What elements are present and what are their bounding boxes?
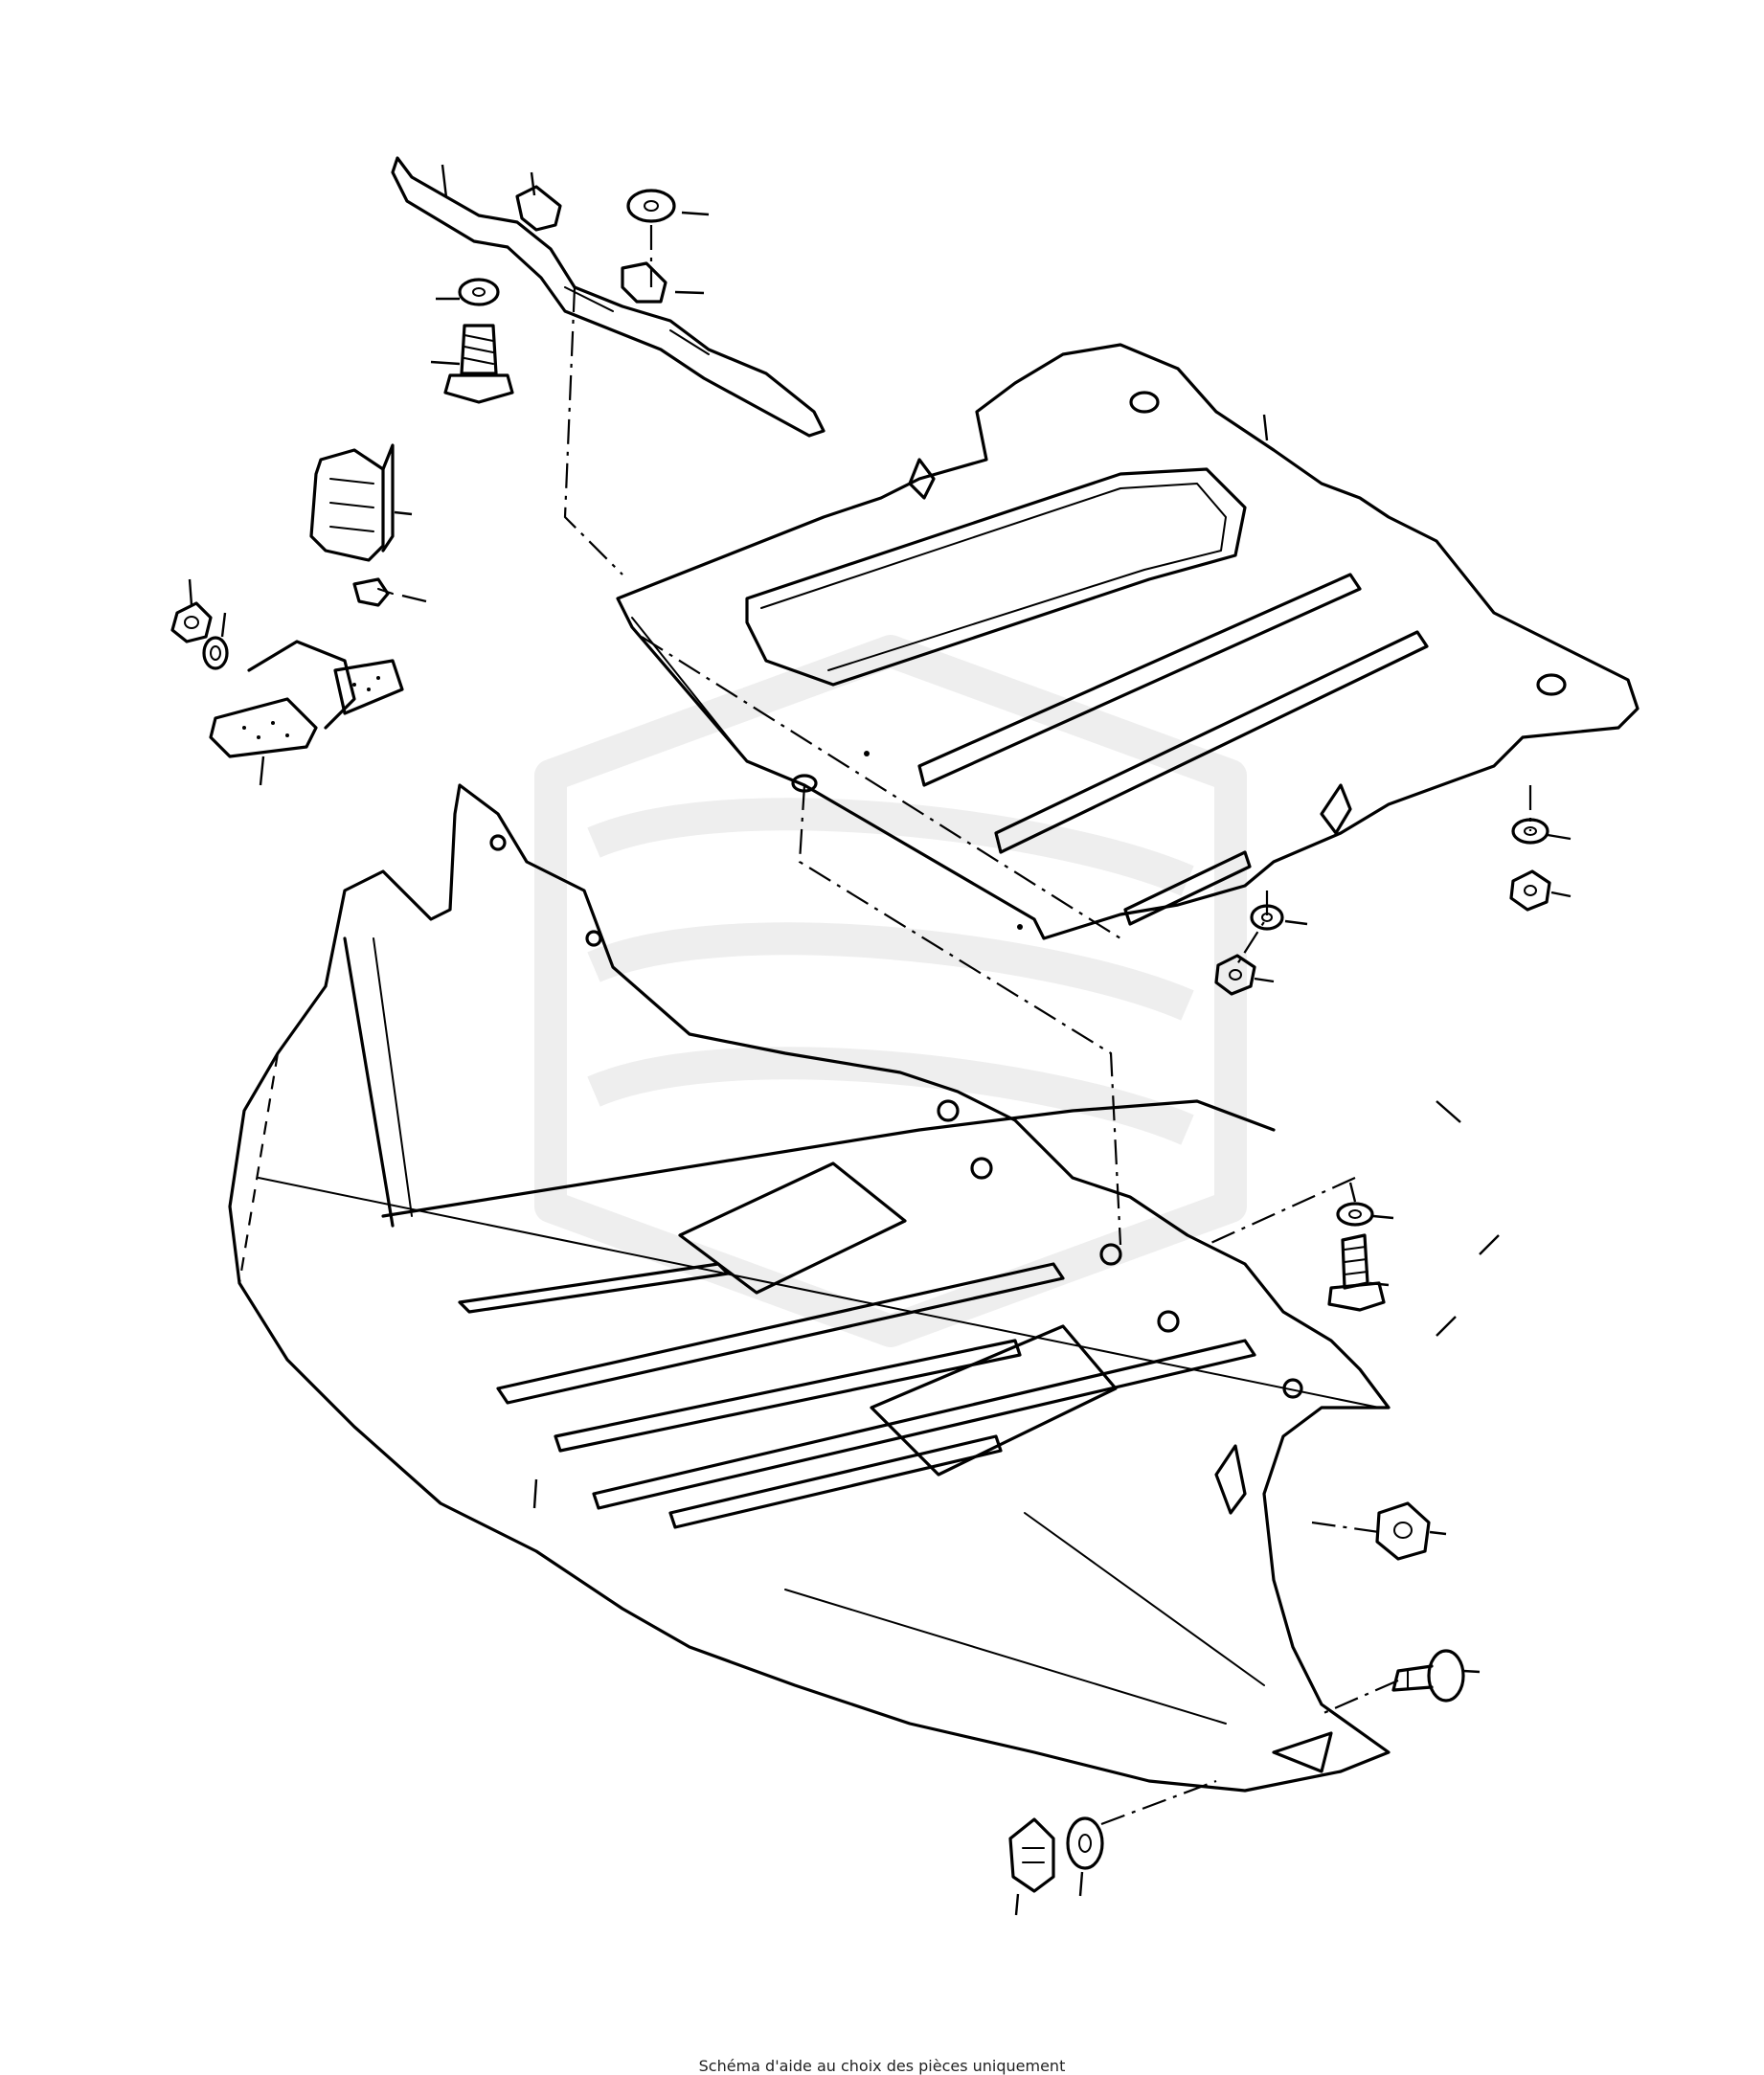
heat-shield-pad [209,640,404,758]
flat-washer [458,189,676,306]
trim-screw [352,577,394,607]
front-underbody-shield [228,783,1391,1793]
captive-clip [1008,1816,1104,1893]
hex-nut [1375,1501,1431,1561]
diagram-caption: Schéma d'aide au choix des pièces unique… [698,2057,1066,2075]
clip-nut [515,185,667,304]
rear-splash-shield [616,343,1640,940]
mounting-bracket-strip [391,156,825,438]
flat-washer [1250,818,1549,931]
hex-nut [1214,869,1551,996]
side-bracket [309,443,395,562]
spring-washer [202,636,229,670]
hex-nut [170,601,213,643]
push-rivet [1391,1649,1465,1703]
threaded-stud [1327,1202,1386,1312]
hex-bolt [443,324,514,404]
reference-leaders [188,164,1572,1916]
assembly-lines [563,225,1532,1826]
